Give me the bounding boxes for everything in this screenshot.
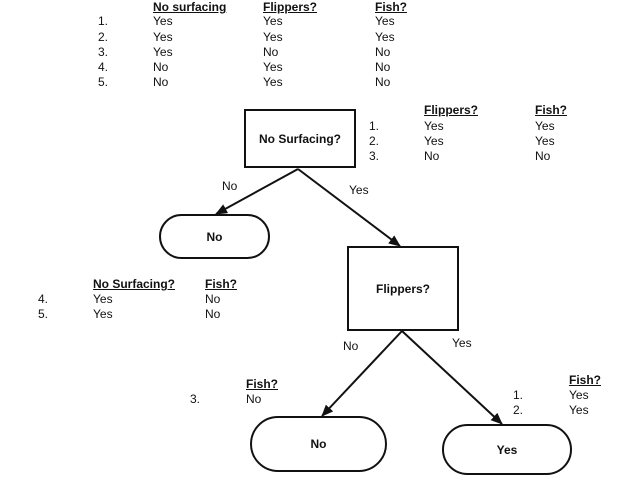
left-row-number: 5. (38, 307, 49, 321)
right-cell: No (424, 149, 440, 163)
edge-label-root-no: No (222, 179, 238, 193)
fish-yes-cell: Yes (569, 388, 589, 402)
right-header-flippers: Flippers? (424, 103, 479, 117)
left-row-number: 4. (38, 292, 49, 306)
right-row-number: 1. (369, 119, 380, 133)
edge-label-flippers-no: No (343, 339, 359, 353)
top-cell: No (263, 45, 279, 59)
leaf-node-no-2: No (250, 416, 387, 472)
leaf-node-no-1: No (159, 214, 270, 259)
top-cell: Yes (263, 75, 283, 89)
top-cell: No (375, 60, 391, 74)
top-row-number: 2. (98, 30, 109, 44)
left-cell: Yes (93, 292, 113, 306)
edge-label-root-yes: Yes (349, 183, 369, 197)
fish-no-header: Fish? (246, 377, 278, 391)
top-cell: Yes (263, 60, 283, 74)
top-header-flippers: Flippers? (263, 0, 318, 14)
left-cell: No (205, 292, 221, 306)
fish-yes-header: Fish? (569, 373, 601, 387)
fish-yes-cell: Yes (569, 403, 589, 417)
top-row-number: 3. (98, 45, 109, 59)
fish-no-cell: No (246, 392, 262, 406)
top-cell: No (153, 60, 169, 74)
left-header-no-surfacing: No Surfacing? (93, 277, 176, 291)
right-cell: Yes (424, 119, 444, 133)
left-cell: Yes (93, 307, 113, 321)
top-cell: No (153, 75, 169, 89)
right-cell: Yes (535, 134, 555, 148)
edge-root-to-no (215, 168, 299, 215)
top-cell: No (375, 75, 391, 89)
edge-flippers-to-yes (401, 330, 503, 425)
right-row-number: 2. (369, 134, 380, 148)
decision-node-flippers: Flippers? (347, 246, 459, 331)
top-cell: Yes (153, 14, 173, 28)
fish-no-row-number: 3. (190, 392, 201, 406)
left-cell: No (205, 307, 221, 321)
right-cell: Yes (424, 134, 444, 148)
fish-yes-row-number: 2. (513, 403, 524, 417)
fish-yes-row-number: 1. (513, 388, 524, 402)
right-cell: Yes (535, 119, 555, 133)
edge-flippers-to-no (321, 330, 403, 417)
top-cell: Yes (263, 14, 283, 28)
top-cell: Yes (263, 30, 283, 44)
left-header-fish: Fish? (205, 277, 237, 291)
top-row-number: 5. (98, 75, 109, 89)
edge-label-flippers-yes: Yes (452, 336, 472, 350)
right-row-number: 3. (369, 149, 380, 163)
top-cell: Yes (153, 30, 173, 44)
right-cell: No (535, 149, 551, 163)
top-cell: No (375, 45, 391, 59)
edge-root-to-flippers (297, 168, 401, 247)
top-row-number: 4. (98, 60, 109, 74)
right-header-fish: Fish? (535, 103, 567, 117)
top-cell: Yes (375, 14, 395, 28)
top-cell: Yes (375, 30, 395, 44)
top-header-fish: Fish? (375, 0, 407, 14)
top-cell: Yes (153, 45, 173, 59)
top-header-no-surfacing: No surfacing (153, 0, 227, 14)
top-row-number: 1. (98, 14, 109, 28)
root-node-no-surfacing: No Surfacing? (244, 109, 356, 168)
leaf-node-yes: Yes (442, 424, 572, 475)
